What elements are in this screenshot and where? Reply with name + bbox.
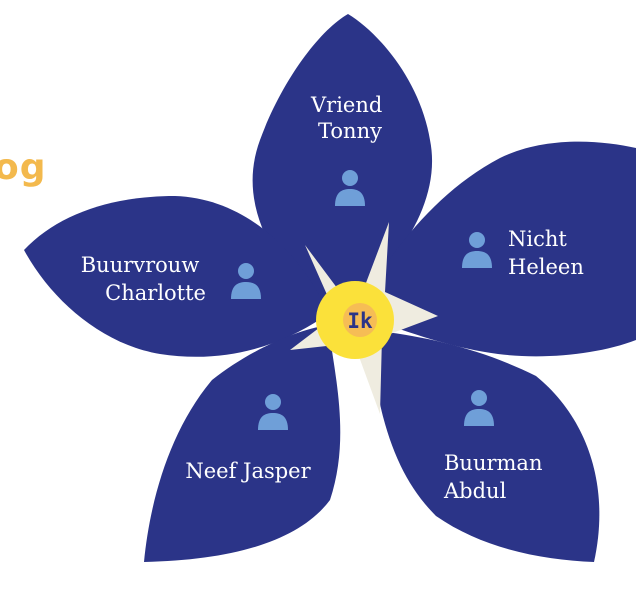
petal-bottom-right [368,330,600,562]
petal-label-bottom-right-line-1: Buurman [444,451,542,475]
person-icon [231,263,261,299]
petal-label-left-line-1: Buurvrouw [81,253,200,277]
petal-right [362,141,636,357]
person-icon [462,232,492,268]
petal-label-top-line-1: Vriend [310,93,382,117]
petal-label-left: Buurvrouw Charlotte [81,253,206,305]
petal-bottom-left [144,325,341,562]
petal-label-right-line-1: Nicht [508,227,567,251]
petal-label-right-line-2: Heleen [508,255,584,279]
person-icon [258,394,288,430]
petal-left [24,196,322,357]
center-label: Ik [347,309,373,333]
petal-label-top-line-2: Tonny [318,119,382,143]
petal-label-bottom-right: Buurman Abdul [443,451,549,503]
petal-label-bottom-right-line-2: Abdul [443,479,507,503]
center-inner-circle [343,303,377,337]
petal-label-right: Nicht Heleen [508,227,584,279]
petal-label-bottom-left: Neef Jasper [185,459,311,483]
petal-label-bottom-left-line-1: Neef Jasper [185,459,311,483]
petal-label-left-line-2: Charlotte [105,281,206,305]
page-title-fragment: og [0,147,47,188]
petal-label-top: Vriend Tonny [310,93,389,143]
person-icon [464,390,494,426]
person-icon [335,170,365,206]
